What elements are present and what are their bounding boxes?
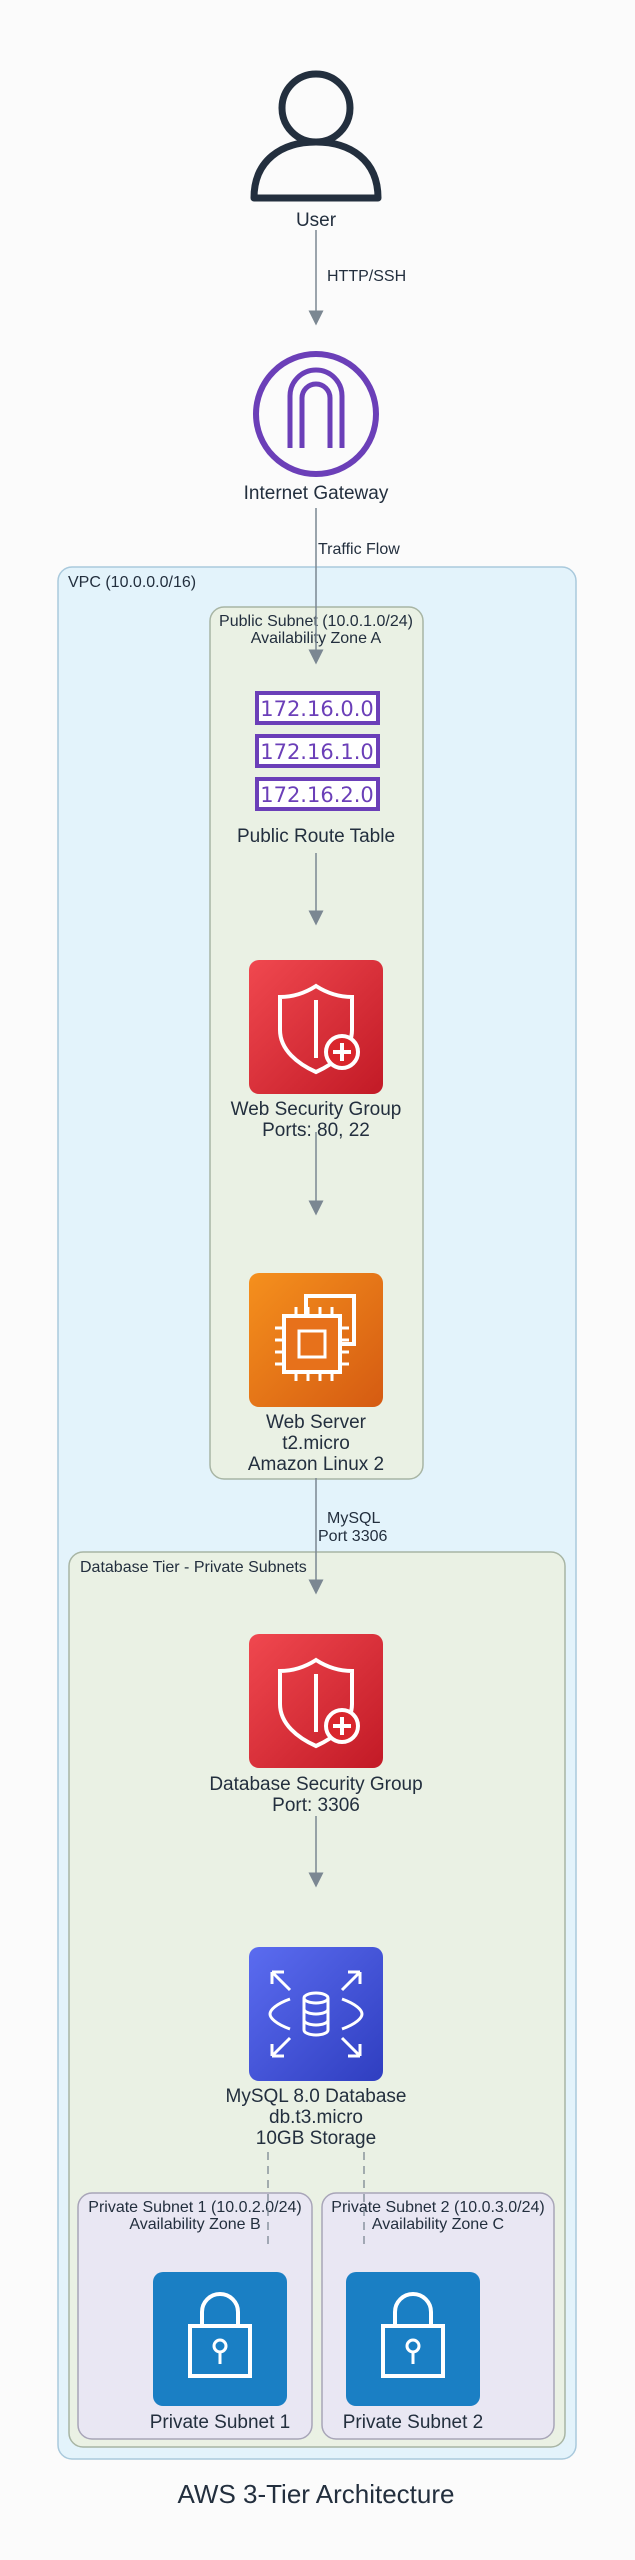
edge-label-http-ssh: HTTP/SSH: [327, 268, 406, 285]
web-sg-label: Web Security Group: [231, 1099, 402, 1120]
private-subnet-1-cidr-label: Private Subnet 1 (10.0.2.0/24): [88, 2199, 301, 2216]
private-subnet-2-label: Private Subnet 2: [343, 2412, 483, 2433]
private-subnet-1-label: Private Subnet 1: [150, 2412, 290, 2433]
edge-web-server-to-db-sg: MySQL Port 3306: [308, 1478, 387, 1595]
db-tier-label: Database Tier - Private Subnets: [80, 1559, 307, 1576]
private-subnet-2-cidr-label: Private Subnet 2 (10.0.3.0/24): [331, 2199, 544, 2216]
private-subnet-2-node: Private Subnet 2: [343, 2272, 483, 2433]
web-sg-ports-label: Ports: 80, 22: [262, 1120, 370, 1141]
ec2-chip-icon: [249, 1273, 383, 1407]
vpc-label: VPC (10.0.0.0/16): [68, 574, 196, 591]
shield-icon: [249, 960, 383, 1094]
user-icon: [250, 70, 382, 202]
edge-database-to-private-subnets: [267, 2152, 365, 2250]
db-sg-label: Database Security Group: [209, 1774, 422, 1795]
private-subnet-1-az-label: Availability Zone B: [129, 2216, 260, 2233]
user-node: User: [250, 70, 382, 231]
edge-label-port-3306: Port 3306: [318, 1528, 387, 1545]
edge-user-to-igw: HTTP/SSH: [308, 230, 406, 326]
route-entry: 172.16.1.0: [260, 740, 374, 764]
edge-igw-to-route-table: Traffic Flow: [308, 508, 400, 665]
edge-label-traffic-flow: Traffic Flow: [318, 541, 400, 558]
database-storage: 10GB Storage: [256, 2128, 376, 2149]
private-subnet-2-az-label: Availability Zone C: [372, 2216, 504, 2233]
web-server-instance-type: t2.micro: [282, 1433, 350, 1454]
edge-label-mysql: MySQL: [327, 1510, 380, 1527]
web-server-label: Web Server: [266, 1412, 367, 1433]
user-label: User: [296, 210, 337, 231]
web-server-node: Web Server t2.micro Amazon Linux 2: [248, 1273, 384, 1475]
private-subnet-1-node: Private Subnet 1: [150, 2272, 290, 2433]
route-table-icon: 172.16.0.0 172.16.1.0 172.16.2.0: [255, 691, 380, 811]
db-sg-port-label: Port: 3306: [272, 1795, 360, 1816]
route-entry: 172.16.0.0: [260, 697, 374, 721]
internet-gateway-label: Internet Gateway: [244, 483, 389, 504]
rds-database-icon: [249, 1947, 383, 2081]
database-node: MySQL 8.0 Database db.t3.micro 10GB Stor…: [226, 1947, 407, 2149]
database-security-group-node: Database Security Group Port: 3306: [209, 1634, 423, 1816]
route-entry: 172.16.2.0: [260, 783, 374, 807]
web-security-group-node: Web Security Group Ports: 80, 22: [231, 960, 402, 1141]
route-table-node: 172.16.0.0 172.16.1.0 172.16.2.0 Public …: [237, 691, 395, 847]
lock-icon: [346, 2272, 480, 2406]
lock-icon: [153, 2272, 287, 2406]
web-server-os: Amazon Linux 2: [248, 1454, 384, 1475]
diagram-title: AWS 3-Tier Architecture: [178, 2479, 455, 2509]
database-instance-class: db.t3.micro: [269, 2107, 363, 2128]
database-engine-label: MySQL 8.0 Database: [226, 2086, 407, 2107]
route-table-label: Public Route Table: [237, 826, 395, 847]
shield-icon: [249, 1634, 383, 1768]
internet-gateway-icon: [253, 351, 379, 477]
internet-gateway-node: Internet Gateway: [244, 351, 389, 504]
